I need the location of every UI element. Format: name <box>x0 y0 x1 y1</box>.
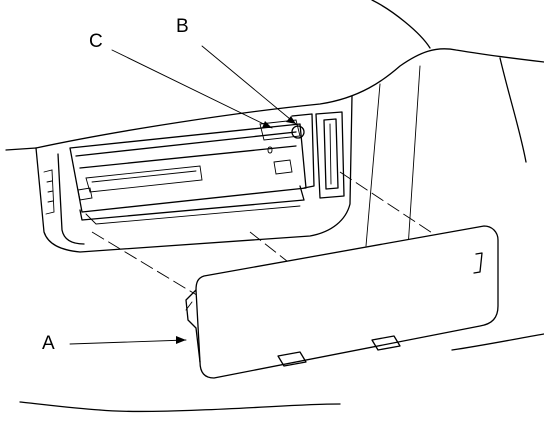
cover-panel-a <box>185 225 499 379</box>
leader-a-line <box>69 339 187 345</box>
screw-hole-icon <box>291 125 305 139</box>
dashboard-body <box>5 0 544 413</box>
arrowhead-c-icon <box>262 121 272 128</box>
side-slot <box>315 111 345 199</box>
inner-unit <box>69 113 315 225</box>
arrowhead-b-icon <box>286 116 296 124</box>
leader-lines <box>69 45 297 345</box>
leader-c-line <box>111 49 273 129</box>
callout-label-a: A <box>42 333 55 354</box>
callout-label-b: B <box>176 16 189 37</box>
pocket-recess <box>35 95 353 253</box>
leader-b-line <box>201 45 297 125</box>
arrowhead-a-icon <box>176 336 186 344</box>
callout-label-c: C <box>89 31 103 52</box>
